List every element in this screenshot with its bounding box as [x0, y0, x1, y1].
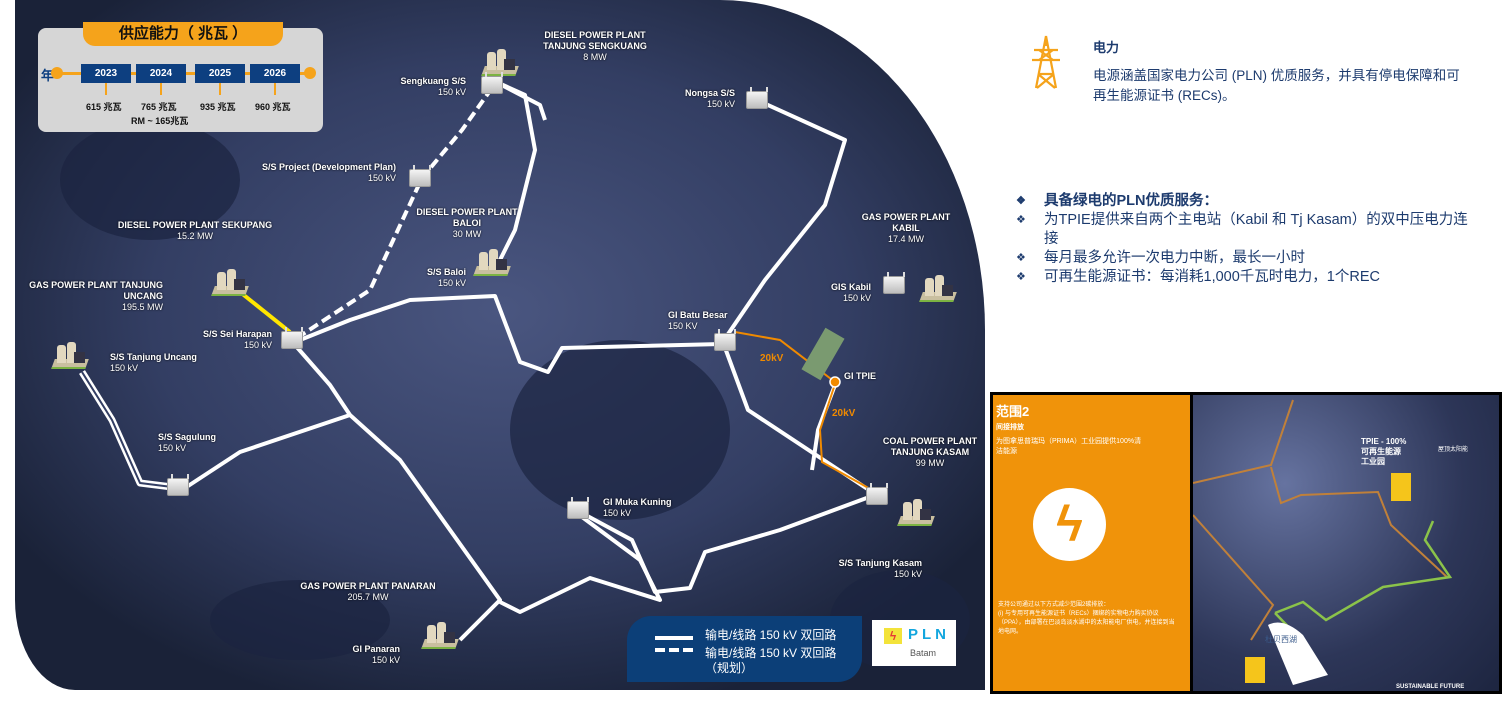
map-label: GI Muka Kuning 150 kV [603, 497, 672, 518]
substation-icon [281, 327, 303, 349]
supply-capacity-panel: 供应能力（ 兆瓦 ） 年 2023 2024 2025 2026 615 兆瓦 … [38, 22, 323, 132]
lightning-icon: ϟ [1033, 488, 1106, 561]
map-label: Sengkuang S/S 150 kV [400, 76, 466, 97]
map-label: GAS POWER PLANT KABIL 17.4 MW [861, 212, 951, 244]
map-label: S/S Tanjung Uncang 150 kV [110, 352, 197, 373]
map-label: Nongsa S/S 150 kV [684, 88, 735, 109]
timeline-dot [51, 67, 63, 79]
capacity-value: 615 兆瓦 [86, 102, 122, 112]
transmission-tower-icon [1032, 35, 1060, 89]
line-20kv [818, 383, 873, 491]
substation-icon [481, 72, 503, 94]
scope2-body: 支持公司通过以下方式减少范围2碳排放： (i) 与专用可再生能源证书（RECs）… [998, 602, 1175, 635]
map-label: GAS POWER PLANT PANARAN 205.7 MW [300, 581, 436, 602]
power-section: 电力 电源涵盖国家电力公司 (PLN) 优质服务，并具有停电保障和可再生能源证书… [1030, 34, 1460, 103]
bullet-item: 具备绿电的PLN优质服务： [1016, 192, 1476, 211]
timeline-dot [304, 67, 316, 79]
year-box: 2025 [195, 64, 245, 83]
service-bullets: 具备绿电的PLN优质服务： 为TPIE提供来自两个主电站（Kabil 和 Tj … [1016, 192, 1476, 287]
scope2-subtitle: 间接排放 [996, 424, 1024, 431]
power-description: 电源涵盖国家电力公司 (PLN) 优质服务，并具有停电保障和可再生能源证书 (R… [1093, 68, 1460, 103]
year-box: 2023 [81, 64, 131, 83]
power-plant-icon [897, 498, 935, 526]
power-plant-icon [473, 248, 511, 276]
substation-icon [714, 329, 736, 351]
substation-icon [866, 483, 888, 505]
year-box: 2026 [250, 64, 300, 83]
legend-dashed-label: 输电/线路 150 kV 双回路 （规划） [705, 646, 837, 675]
map-label: COAL POWER PLANT TANJUNG KASAM 99 MW [882, 436, 978, 468]
power-plant-icon [211, 268, 249, 296]
pln-lightning-icon: ϟ [884, 628, 902, 644]
kv-label: 20kV [832, 408, 856, 419]
map-label: S/S Sagulung 150 kV [158, 432, 217, 453]
map-label: DIESEL POWER PLANT SEKUPANG 15.2 MW [117, 220, 273, 241]
bullet-item: 可再生能源证书：每消耗1,000千瓦时电力，1个REC [1016, 268, 1476, 287]
map-label: DIESEL POWER PLANT BALOI 30 MW [416, 207, 518, 239]
scope2-inset: 范围2 间接排放 为图拿思普瑞玛（PRIMA）工业园提供100%清洁能源 ϟ 支… [990, 392, 1502, 694]
power-heading: 电力 [1093, 40, 1120, 55]
map-label: GI Batu Besar 150 KV [668, 310, 728, 331]
map-label: GIS Kabil 150 kV [830, 282, 871, 303]
map-legend: 输电/线路 150 kV 双回路 输电/线路 150 kV 双回路 （规划） [627, 616, 862, 682]
lake-label: 杜贝西湖 [1265, 635, 1297, 644]
map-label: GI Panaran 150 kV [352, 644, 400, 665]
tpie-label: TPIE - 100% 可再生能源 工业园 [1361, 437, 1407, 466]
tpie-estate [801, 327, 845, 381]
map-label: S/S Sei Harapan 150 kV [202, 329, 272, 350]
substation-icon [409, 165, 431, 187]
scope2-panel: 范围2 间接排放 为图拿思普瑞玛（PRIMA）工业园提供100%清洁能源 ϟ 支… [993, 395, 1190, 691]
line-sekupang [238, 290, 292, 334]
map-label: GAS POWER PLANT TANJUNG UNCANG 195.5 MW [29, 280, 163, 312]
power-plant-icon [481, 48, 519, 76]
bullet-item: 每月最多允许一次电力中断，最长一小时 [1016, 249, 1476, 268]
map-label: GI TPIE [844, 371, 877, 381]
tpie-satellite-map: TPIE - 100% 可再生能源 工业园 屋顶太阳能 杜贝西湖 SUSTAIN… [1193, 395, 1499, 691]
supply-title: 供应能力（ 兆瓦 ） [83, 22, 283, 46]
sustainable-future-logo: SUSTAINABLE FUTURE [1396, 684, 1465, 690]
capacity-value: 935 兆瓦 [200, 102, 236, 112]
capacity-value: 765 兆瓦 [141, 102, 177, 112]
legend-solid-label: 输电/线路 150 kV 双回路 [705, 628, 837, 642]
gi-tpie-marker [829, 376, 841, 388]
power-plant-icon [51, 341, 89, 369]
substation-icon [746, 87, 768, 109]
scope2-title: 范围2 [996, 404, 1030, 419]
map-label: S/S Project (Development Plan) 150 kV [261, 162, 396, 183]
scope2-intro: 为图拿思普瑞玛（PRIMA）工业园提供100%清洁能源 [996, 438, 1142, 455]
dashed-line-symbol [655, 648, 693, 652]
map-label: DIESEL POWER PLANT TANJUNG SENGKUANG 8 M… [543, 30, 647, 62]
bullet-item: 为TPIE提供来自两个主电站（Kabil 和 Tj Kasam）的双中压电力连接 [1016, 211, 1476, 249]
substation-icon [567, 497, 589, 519]
capacity-value: 960 兆瓦 [255, 102, 291, 112]
solar-label: 屋顶太阳能 [1438, 447, 1469, 453]
kv-label: 20kV [760, 353, 784, 364]
island-map-background [15, 0, 985, 690]
map-label: S/S Tanjung Kasam 150 kV [838, 558, 922, 579]
power-plant-icon [919, 274, 957, 302]
substation-icon [883, 272, 905, 294]
solid-line-symbol [655, 636, 693, 640]
pln-logo: ϟ PLN Batam [872, 620, 956, 666]
year-axis-label: 年 [41, 68, 55, 83]
inset-routes [1193, 399, 1453, 685]
power-plant-icon [421, 621, 459, 649]
substation-icon [167, 474, 189, 496]
year-box: 2024 [136, 64, 186, 83]
capacity-note: RM ~ 165兆瓦 [131, 116, 189, 126]
map-label: S/S Baloi 150 kV [426, 267, 466, 288]
